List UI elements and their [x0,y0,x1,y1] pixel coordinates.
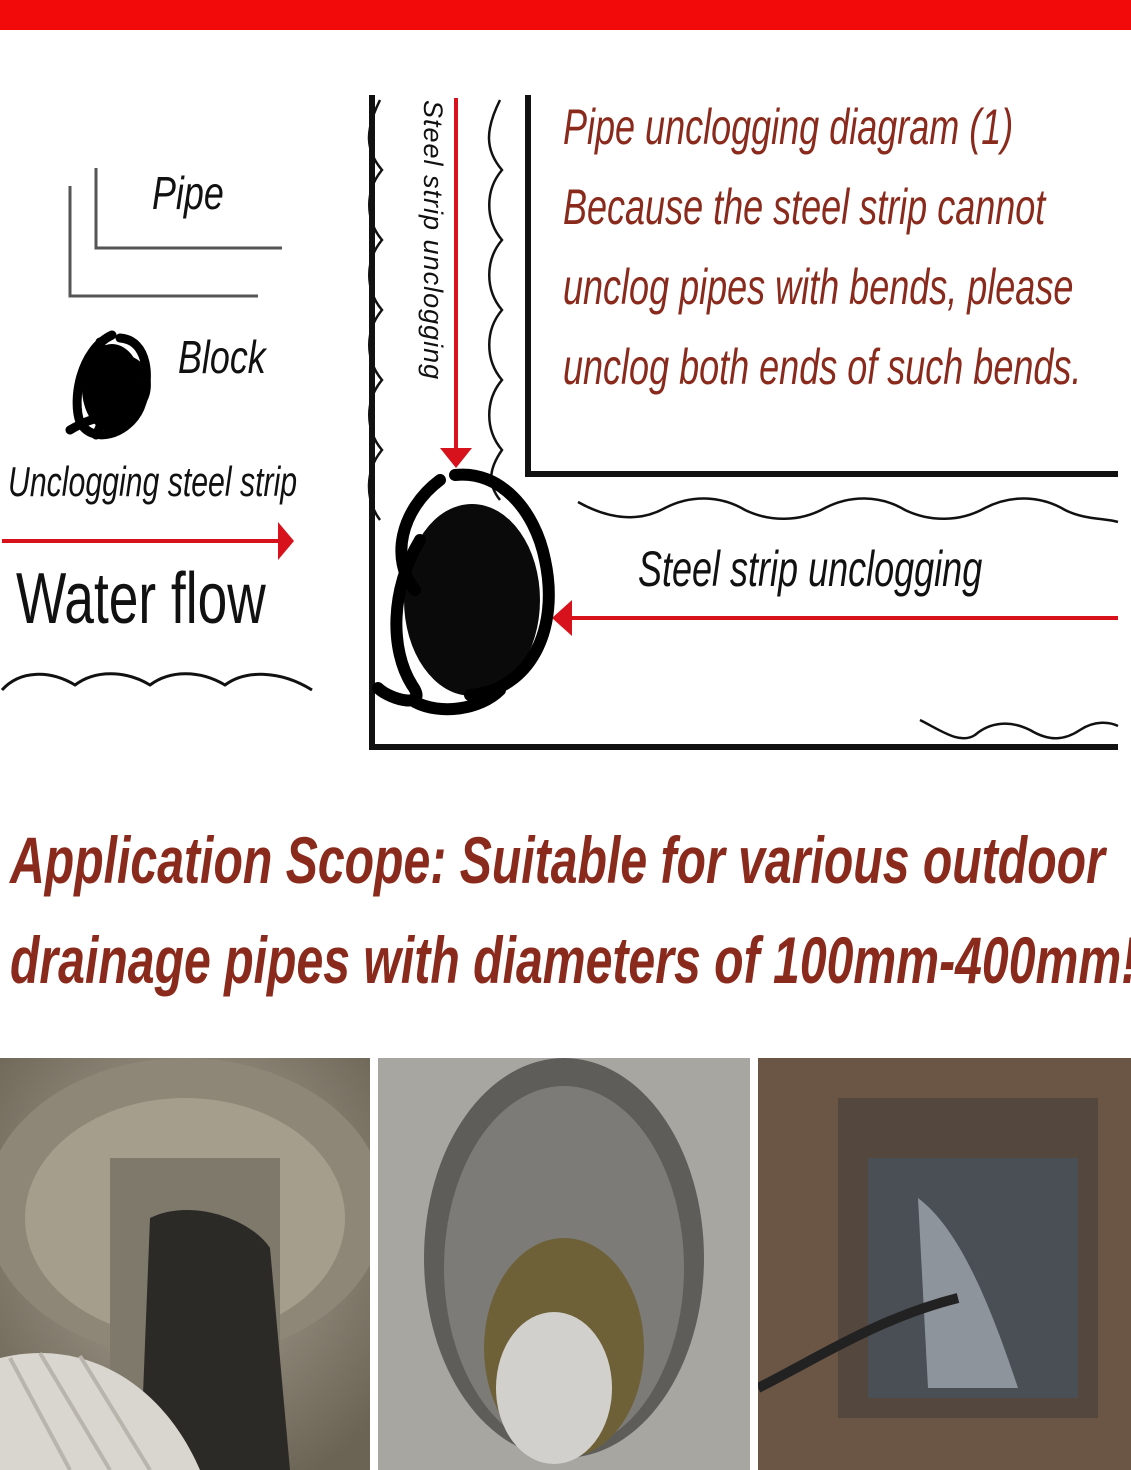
scope-line-1: Application Scope: Suitable for various … [10,823,1105,897]
description-line-2: Because the steel strip cannot [563,179,1046,235]
description-line-4: unclog both ends of such bends. [563,339,1082,395]
horizontal-arrow [552,600,1118,636]
block-label: Block [178,331,266,383]
water-flow-label: Water flow [16,559,266,639]
pipe-diagram [367,95,1119,750]
vertical-wave-left [367,99,384,521]
legend-graphics [0,168,313,692]
description-line-1: Pipe unclogging diagram (1) [563,99,1014,155]
horizontal-wave-bottom [919,718,1119,740]
horizontal-strip-label: Steel strip unclogging [638,541,983,597]
vertical-label-box: Steel strip unclogging [410,100,450,480]
photo-sewer-pipe-3 [758,1058,1131,1470]
vertical-wave-right [487,99,504,501]
vertical-strip-label: Steel strip unclogging [418,100,448,381]
photo-sewer-pipe-1 [0,1058,370,1470]
pipe-label: Pipe [152,167,224,219]
horizontal-wave-top [577,497,1119,524]
steel-strip-label: Unclogging steel strip [8,458,298,505]
description-line-3: unclog pipes with bends, please [563,259,1074,315]
block-blob-icon [65,330,151,440]
blockage-blob-icon [372,468,555,716]
vertical-arrow [440,98,472,468]
scope-line-2: drainage pipes with diameters of 100mm-4… [10,923,1131,997]
pipe-walls [369,95,1118,750]
photo-sewer-pipe-2 [378,1058,750,1470]
steel-strip-arrow [2,522,294,560]
pipe-symbol [68,168,282,298]
water-wave-symbol [0,672,313,692]
top-red-bar [0,0,1131,30]
